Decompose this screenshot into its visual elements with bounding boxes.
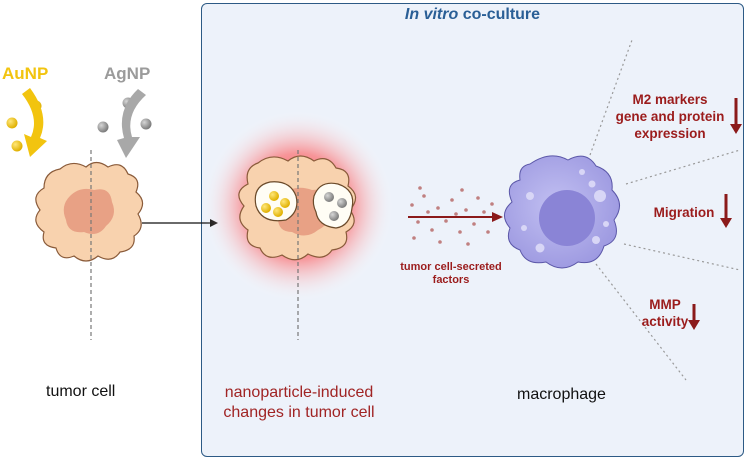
internalized-ag-nanoparticles xyxy=(324,192,347,221)
coculture-title: In vitro co-culture xyxy=(201,6,744,24)
aunp-label: AuNP xyxy=(2,64,49,83)
factors-line2: factors xyxy=(432,274,470,286)
effect-mmp-line1: MMP xyxy=(649,297,681,312)
internalized-au-nanoparticles xyxy=(261,191,290,217)
ag-vesicle xyxy=(312,182,354,229)
decrease-arrow-icon-2 xyxy=(720,194,732,228)
au-arrow-icon xyxy=(22,88,47,157)
title-italic-part: In vitro xyxy=(404,6,459,23)
secreted-factors-label: tumor cell-secreted factors xyxy=(398,261,504,287)
title-rest-part: co-culture xyxy=(458,6,541,23)
changes-caption: nanoparticle-induced changes in tumor ce… xyxy=(208,383,390,423)
effect-mmp-activity: MMP activity xyxy=(640,296,690,330)
effect-rays xyxy=(589,39,741,381)
changes-caption-line2: changes in tumor cell xyxy=(223,404,375,421)
effect-m2-markers: M2 markers gene and protein expression xyxy=(608,91,732,142)
changes-caption-line1: nanoparticle-induced xyxy=(224,384,374,401)
tumor-nucleus-icon xyxy=(63,188,114,234)
effect-m2-line3: expression xyxy=(634,126,706,141)
macrophage-nucleus-icon xyxy=(539,190,595,246)
ag-arrow-icon xyxy=(117,89,146,158)
secreted-factor-dots xyxy=(410,186,494,246)
effect-mmp-line2: activity xyxy=(641,314,689,329)
decrease-arrow-icon-3 xyxy=(688,304,700,330)
agnp-label: AgNP xyxy=(104,64,151,83)
decrease-arrow-icon-1 xyxy=(730,98,742,134)
effect-m2-line2: gene and protein xyxy=(615,109,725,124)
factors-line1: tumor cell-secreted xyxy=(400,261,502,273)
effect-m2-line1: M2 markers xyxy=(632,92,708,107)
macrophage-caption: macrophage xyxy=(517,386,606,403)
tumor-cell-caption: tumor cell xyxy=(46,383,116,400)
effect-migration: Migration xyxy=(646,204,722,221)
macrophage-vacuoles xyxy=(521,169,609,253)
secretion-arrowhead xyxy=(492,212,503,222)
effect-migration-line1: Migration xyxy=(653,205,715,220)
